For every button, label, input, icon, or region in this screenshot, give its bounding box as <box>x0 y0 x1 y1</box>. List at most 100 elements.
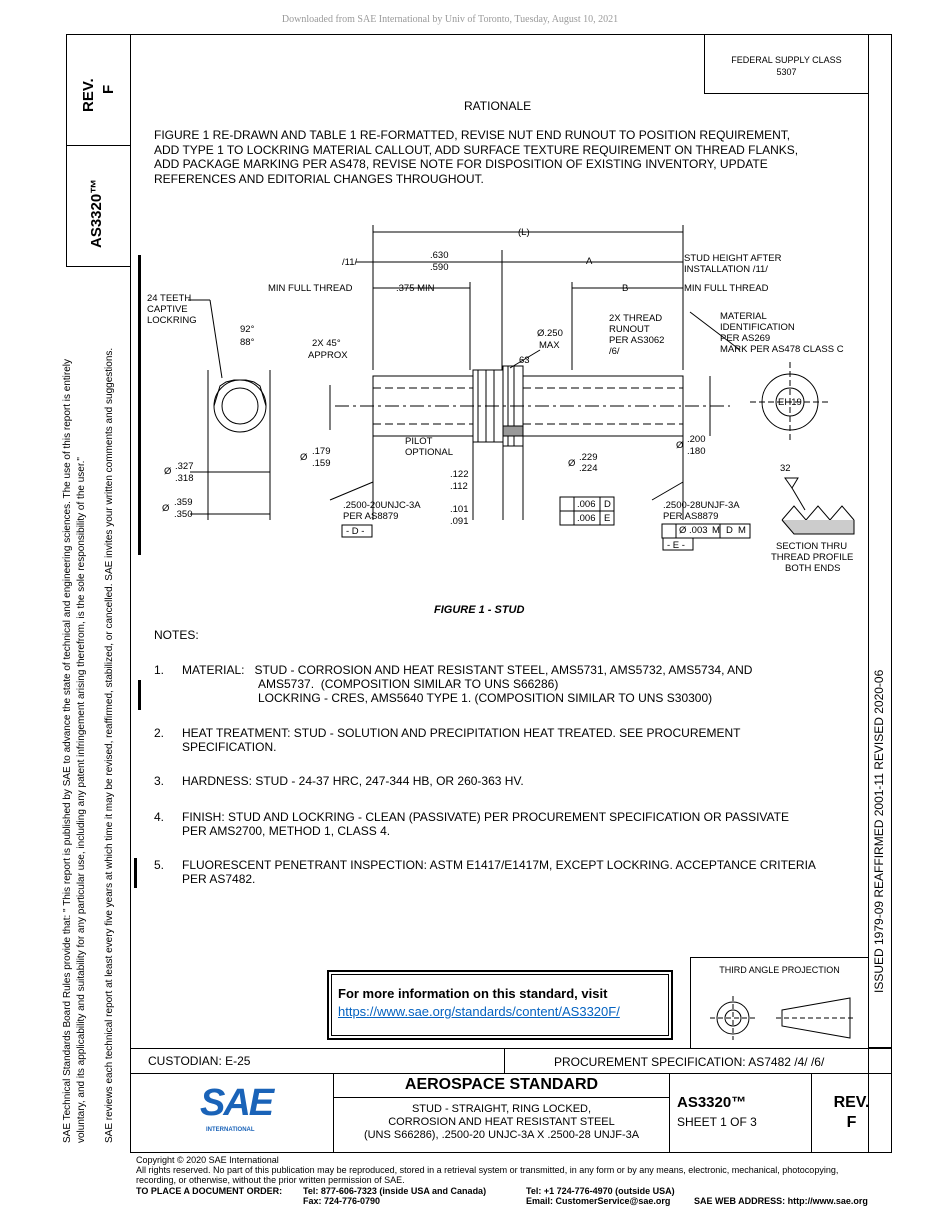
pos-m: M <box>712 525 720 536</box>
title-rev-value: F <box>846 1114 857 1131</box>
legal-line-3: SAE reviews each technical report at lea… <box>104 347 115 1143</box>
note-5-line1: FLUORESCENT PENETRANT INSPECTION: ASTM E… <box>182 858 816 872</box>
dim-375: .375 MIN <box>396 283 435 294</box>
dia-250: Ø.250 <box>537 328 563 339</box>
dim-179: .179 <box>312 446 331 457</box>
info-title: For more information on this standard, v… <box>338 986 608 1001</box>
note-1-line3: LOCKRING - CRES, AMS5640 TYPE 1. (COMPOS… <box>258 691 713 705</box>
matid-line2: IDENTIFICATION <box>720 322 795 333</box>
teeth-line3: LOCKRING <box>147 315 197 326</box>
note-5-num: 5. <box>154 858 165 872</box>
sae-logo: SAE <box>200 1082 274 1124</box>
runout-line3: PER AS3062 <box>609 335 665 346</box>
pilot-line2: OPTIONAL <box>405 447 454 458</box>
runout-line1: 2X THREAD <box>609 313 663 324</box>
chamfer-line2: APPROX <box>308 350 348 361</box>
note-5-line2: PER AS7482. <box>182 872 256 886</box>
dia-sym-179: Ø <box>300 452 308 463</box>
left-rev-label: REV. <box>80 78 97 112</box>
desc-line2: CORROSION AND HEAT RESISTANT STEEL <box>388 1116 615 1128</box>
thread-right-line1: .2500-28UNJF-3A <box>663 500 740 511</box>
teeth-line1: 24 TEETH <box>147 293 192 304</box>
stud-height-line1: STUD HEIGHT AFTER <box>684 253 782 264</box>
fax: Fax: 724-776-0790 <box>303 1196 381 1206</box>
figure-caption: FIGURE 1 - STUD <box>434 604 525 616</box>
dim-630: .630 <box>430 250 449 261</box>
left-doc-box <box>66 145 131 267</box>
min-full-thread-left: MIN FULL THREAD <box>268 283 353 294</box>
note-2-num: 2. <box>154 726 165 740</box>
dim-224: .224 <box>579 463 598 474</box>
desc-line1: STUD - STRAIGHT, RING LOCKED, <box>411 1103 592 1115</box>
dim-318: .318 <box>175 473 194 484</box>
federal-supply-box <box>704 34 869 94</box>
stud-drawing <box>188 225 855 551</box>
projection-label: THIRD ANGLE PROJECTION <box>719 965 840 975</box>
dia-sym-200: Ø <box>676 440 684 451</box>
dim-122: .122 <box>450 469 469 480</box>
right-strip-frame <box>868 34 892 1048</box>
pilot-line1: PILOT <box>405 436 433 447</box>
tol2-ref: E <box>604 513 611 524</box>
left-rev-value: F <box>100 84 117 94</box>
angle-88: 88° <box>240 337 255 348</box>
note-1-line2: AMS5737. (COMPOSITION SIMILAR TO UNS S66… <box>258 677 559 691</box>
rev-cell <box>811 1073 892 1153</box>
note-1-line1: MATERIAL: STUD - CORROSION AND HEAT RESI… <box>182 663 753 677</box>
rationale-heading: RATIONALE <box>464 99 532 113</box>
dia-sym-327: Ø <box>164 466 172 477</box>
note-4-line2: PER AMS2700, METHOD 1, CLASS 4. <box>182 824 391 838</box>
dim-101: .101 <box>450 504 469 515</box>
rationale-line-2: ADD TYPE 1 TO LOCKRING MATERIAL CALLOUT,… <box>154 143 799 157</box>
dim-200: .200 <box>687 434 706 445</box>
desc-line3: (UNS S66286), .2500-20 UNJC-3A X .2500-2… <box>363 1129 640 1141</box>
dim-350: .350 <box>174 509 193 520</box>
change-bar-note-5 <box>134 858 137 888</box>
dia-sym-229: Ø <box>568 458 576 469</box>
dim-327: .327 <box>175 461 194 472</box>
rights-line1: All rights reserved. No part of this pub… <box>136 1165 839 1175</box>
title-rev-label: REV. <box>833 1094 870 1111</box>
title-doc-number: AS3320™ <box>677 1094 747 1111</box>
dim-B: B <box>622 283 629 294</box>
section-line1: SECTION THRU <box>776 541 848 552</box>
runout-line4: /6/ <box>609 346 620 357</box>
surface-32: 32 <box>780 463 791 474</box>
left-rev-box <box>66 34 131 146</box>
surface-63: 63 <box>519 355 530 366</box>
dim-159: .159 <box>312 458 331 469</box>
dim-091: .091 <box>450 516 469 527</box>
tol2-value: .006 <box>577 513 596 524</box>
dim-L: (L) <box>518 227 530 238</box>
info-box-inner <box>331 974 669 1036</box>
rationale-line-3: ADD PACKAGE MARKING PER AS478, REVISE NO… <box>154 157 768 171</box>
legal-line-1: SAE Technical Standards Board Rules prov… <box>62 359 73 1143</box>
order-label: TO PLACE A DOCUMENT ORDER: <box>136 1186 283 1196</box>
info-link[interactable]: https://www.sae.org/standards/content/AS… <box>338 1004 620 1019</box>
note-3-line1: HARDNESS: STUD - 24-37 HRC, 247-344 HB, … <box>182 774 524 788</box>
federal-supply-line2: 5307 <box>776 67 797 77</box>
section-line2: THREAD PROFILE <box>771 552 854 563</box>
email: Email: CustomerService@sae.org <box>526 1196 671 1206</box>
min-full-thread-right: MIN FULL THREAD <box>684 283 769 294</box>
dim-180: .180 <box>687 446 706 457</box>
legal-line-2: voluntary, and its applicability and sui… <box>76 457 87 1143</box>
rationale-line-1: FIGURE 1 RE-DRAWN AND TABLE 1 RE-FORMATT… <box>154 128 791 142</box>
custodian: CUSTODIAN: E-25 <box>148 1054 251 1068</box>
angle-92: 92° <box>240 324 255 335</box>
tel-outside: Tel: +1 724-776-4970 (outside USA) <box>526 1186 675 1196</box>
thread-left-line2: PER AS8879 <box>343 511 399 522</box>
sheet-number: SHEET 1 OF 3 <box>677 1115 757 1129</box>
dim-A: A <box>586 256 593 267</box>
dim-359: .359 <box>174 497 193 508</box>
rationale-line-4: REFERENCES AND EDITORIAL CHANGES THROUGH… <box>154 172 484 186</box>
left-doc-number: AS3320™ <box>88 178 105 248</box>
stud-height-line2: INSTALLATION /11/ <box>684 264 768 275</box>
matid-line3: PER AS269 <box>720 333 771 344</box>
dia-250-max: MAX <box>539 340 560 351</box>
chamfer-line1: 2X 45° <box>312 338 341 349</box>
thread-left-line1: .2500-20UNJC-3A <box>343 500 421 511</box>
docnum-cell <box>669 1073 812 1153</box>
aerospace-standard-heading: AEROSPACE STANDARD <box>404 1076 599 1093</box>
tol1-ref: D <box>604 499 611 510</box>
